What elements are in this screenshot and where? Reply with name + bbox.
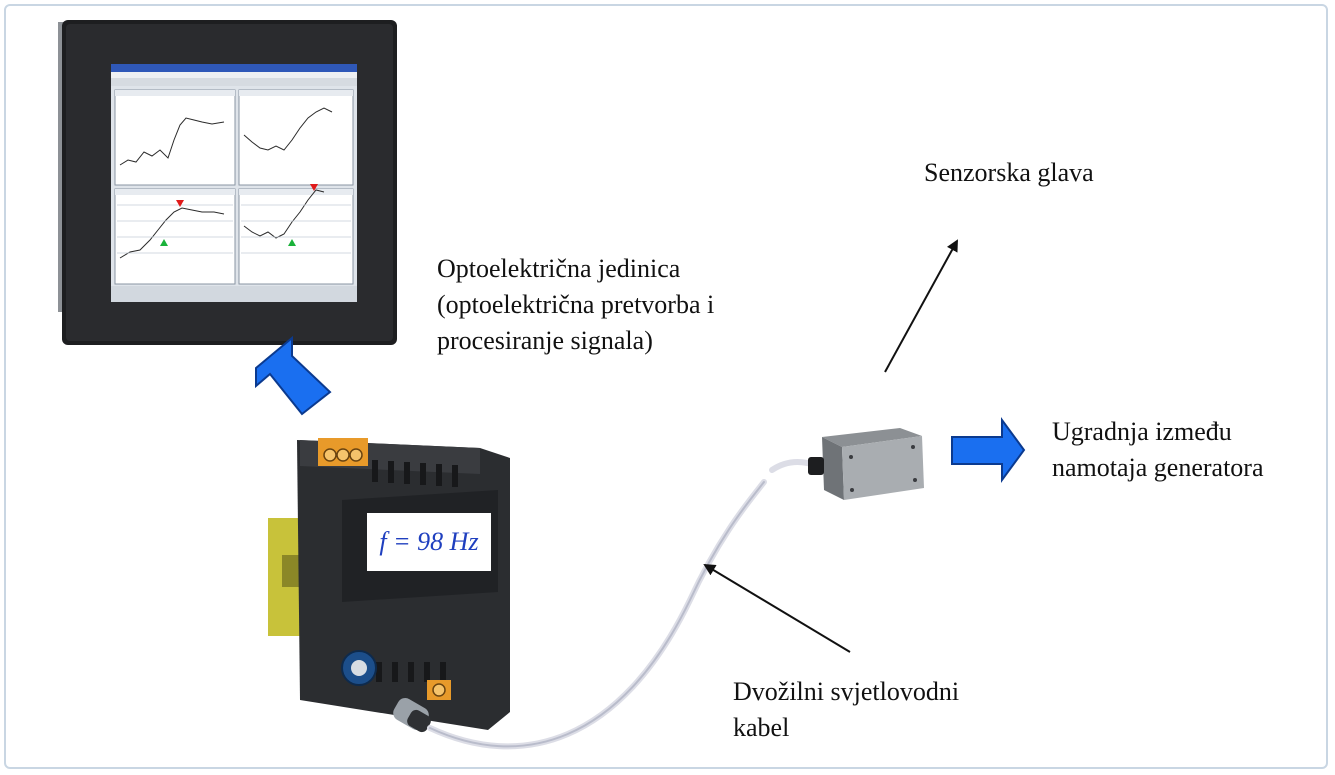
arrow-to-generator-icon xyxy=(951,416,1026,484)
sensor-head-pointer-arrow xyxy=(884,239,958,373)
optoelectronic-unit-illustration xyxy=(268,438,510,733)
cable-pointer-arrow xyxy=(703,563,851,653)
sensor-head-illustration xyxy=(808,428,924,500)
opto-unit-label: Optoelektrična jedinica (optoelektrična … xyxy=(437,254,715,355)
monitor-illustration xyxy=(58,20,397,345)
cable-label: Dvožilni svjetlovodni kabel xyxy=(733,677,960,742)
installation-label: Ugradnja između namotaja generatora xyxy=(1052,417,1264,482)
arrow-to-display-icon xyxy=(255,335,332,416)
sensor-head-label: Senzorska glava xyxy=(924,158,1094,187)
diagram-frame xyxy=(4,4,1328,769)
frequency-display: f = 98 Hz xyxy=(379,527,479,556)
